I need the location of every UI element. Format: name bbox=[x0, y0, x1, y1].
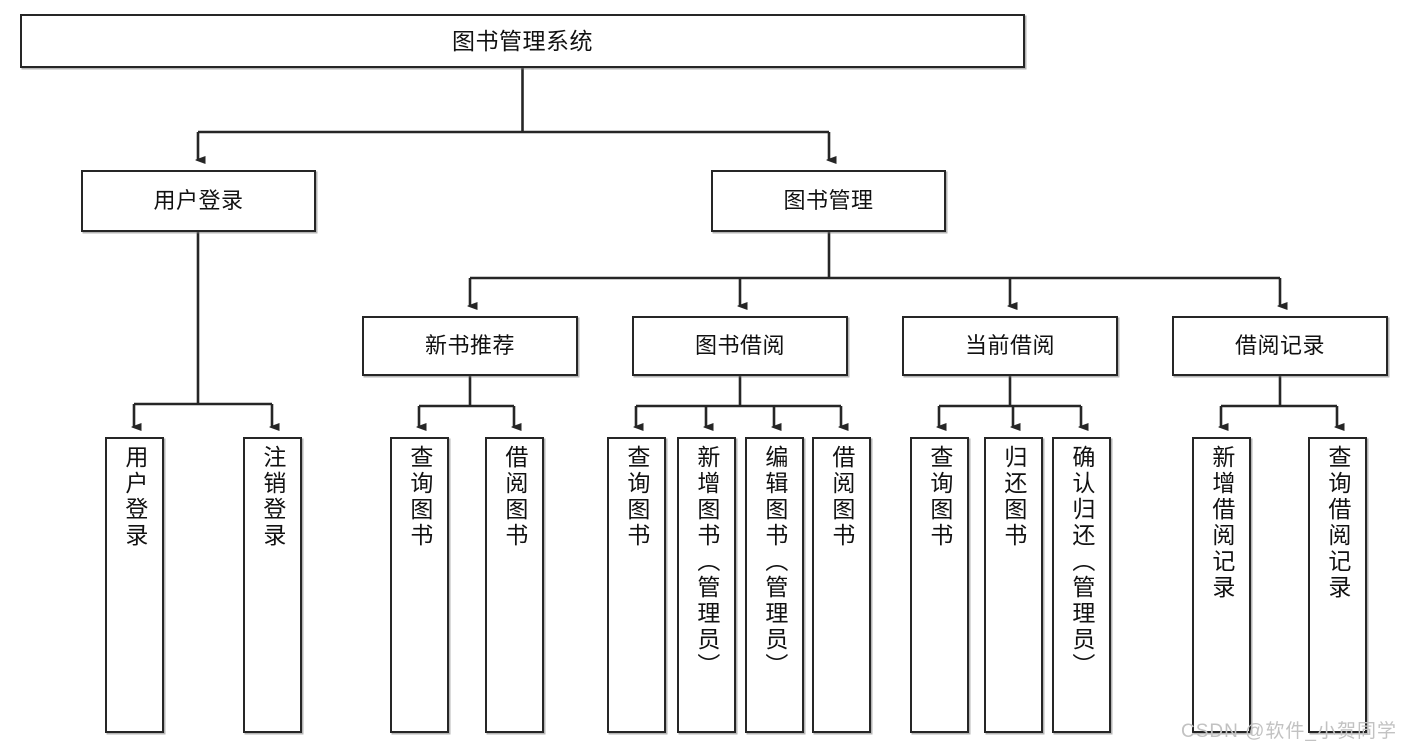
node-user-login[interactable]: 用户登录 bbox=[81, 170, 316, 232]
node-borrow-record-label: 借阅记录 bbox=[1234, 333, 1325, 359]
leaf-add-book-label: 新增图书（管理员） bbox=[693, 445, 720, 679]
node-root[interactable]: 图书管理系统 bbox=[20, 14, 1025, 68]
node-book-manage[interactable]: 图书管理 bbox=[711, 170, 946, 232]
leaf-return-book[interactable]: 归还图书 bbox=[984, 437, 1043, 733]
node-current-borrow-label: 当前借阅 bbox=[964, 333, 1055, 359]
leaf-query-book-1-label: 查询图书 bbox=[406, 445, 433, 549]
leaf-edit-book-label: 编辑图书（管理员） bbox=[761, 445, 788, 679]
node-new-book-recommend-label: 新书推荐 bbox=[424, 333, 515, 359]
leaf-query-book-2-label: 查询图书 bbox=[623, 445, 650, 549]
node-borrow-record[interactable]: 借阅记录 bbox=[1172, 316, 1388, 376]
leaf-user-login-label: 用户登录 bbox=[121, 445, 148, 549]
leaf-confirm-return-label: 确认归还（管理员） bbox=[1068, 445, 1095, 679]
node-book-borrow-label: 图书借阅 bbox=[694, 333, 785, 359]
leaf-query-book-3[interactable]: 查询图书 bbox=[910, 437, 969, 733]
leaf-edit-book[interactable]: 编辑图书（管理员） bbox=[745, 437, 804, 733]
leaf-borrow-book-2-label: 借阅图书 bbox=[828, 445, 855, 549]
leaf-query-record[interactable]: 查询借阅记录 bbox=[1308, 437, 1367, 733]
node-user-login-label: 用户登录 bbox=[153, 188, 244, 214]
leaf-query-book-2[interactable]: 查询图书 bbox=[607, 437, 666, 733]
leaf-user-login[interactable]: 用户登录 bbox=[105, 437, 164, 733]
node-root-label: 图书管理系统 bbox=[452, 27, 593, 54]
leaf-add-record[interactable]: 新增借阅记录 bbox=[1192, 437, 1251, 733]
leaf-query-record-label: 查询借阅记录 bbox=[1324, 445, 1351, 601]
leaf-add-record-label: 新增借阅记录 bbox=[1208, 445, 1235, 601]
node-book-manage-label: 图书管理 bbox=[783, 188, 874, 214]
leaf-return-book-label: 归还图书 bbox=[1000, 445, 1027, 549]
leaf-borrow-book-2[interactable]: 借阅图书 bbox=[812, 437, 871, 733]
leaf-add-book[interactable]: 新增图书（管理员） bbox=[677, 437, 736, 733]
leaf-borrow-book-1[interactable]: 借阅图书 bbox=[485, 437, 544, 733]
leaf-logout[interactable]: 注销登录 bbox=[243, 437, 302, 733]
leaf-borrow-book-1-label: 借阅图书 bbox=[501, 445, 528, 549]
leaf-query-book-1[interactable]: 查询图书 bbox=[390, 437, 449, 733]
watermark: CSDN @软件_小贺同学 bbox=[1181, 721, 1397, 742]
node-current-borrow[interactable]: 当前借阅 bbox=[902, 316, 1118, 376]
leaf-query-book-3-label: 查询图书 bbox=[926, 445, 953, 549]
leaf-confirm-return[interactable]: 确认归还（管理员） bbox=[1052, 437, 1111, 733]
leaf-logout-label: 注销登录 bbox=[259, 445, 286, 549]
node-book-borrow[interactable]: 图书借阅 bbox=[632, 316, 848, 376]
node-new-book-recommend[interactable]: 新书推荐 bbox=[362, 316, 578, 376]
